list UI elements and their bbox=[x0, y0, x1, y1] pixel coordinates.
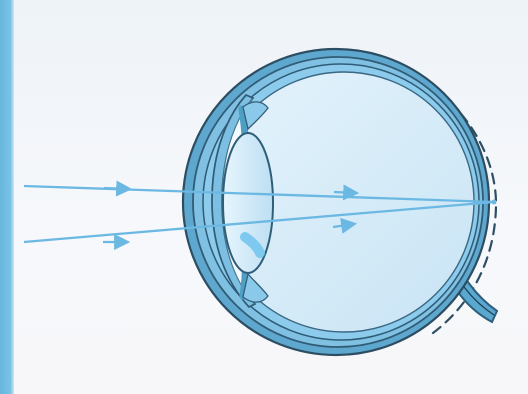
focal-point-icon bbox=[492, 200, 497, 205]
ray-upper-arrow-1-icon bbox=[104, 188, 129, 189]
lens-icon bbox=[223, 133, 273, 273]
ray-upper-arrow-2-icon bbox=[334, 192, 356, 193]
